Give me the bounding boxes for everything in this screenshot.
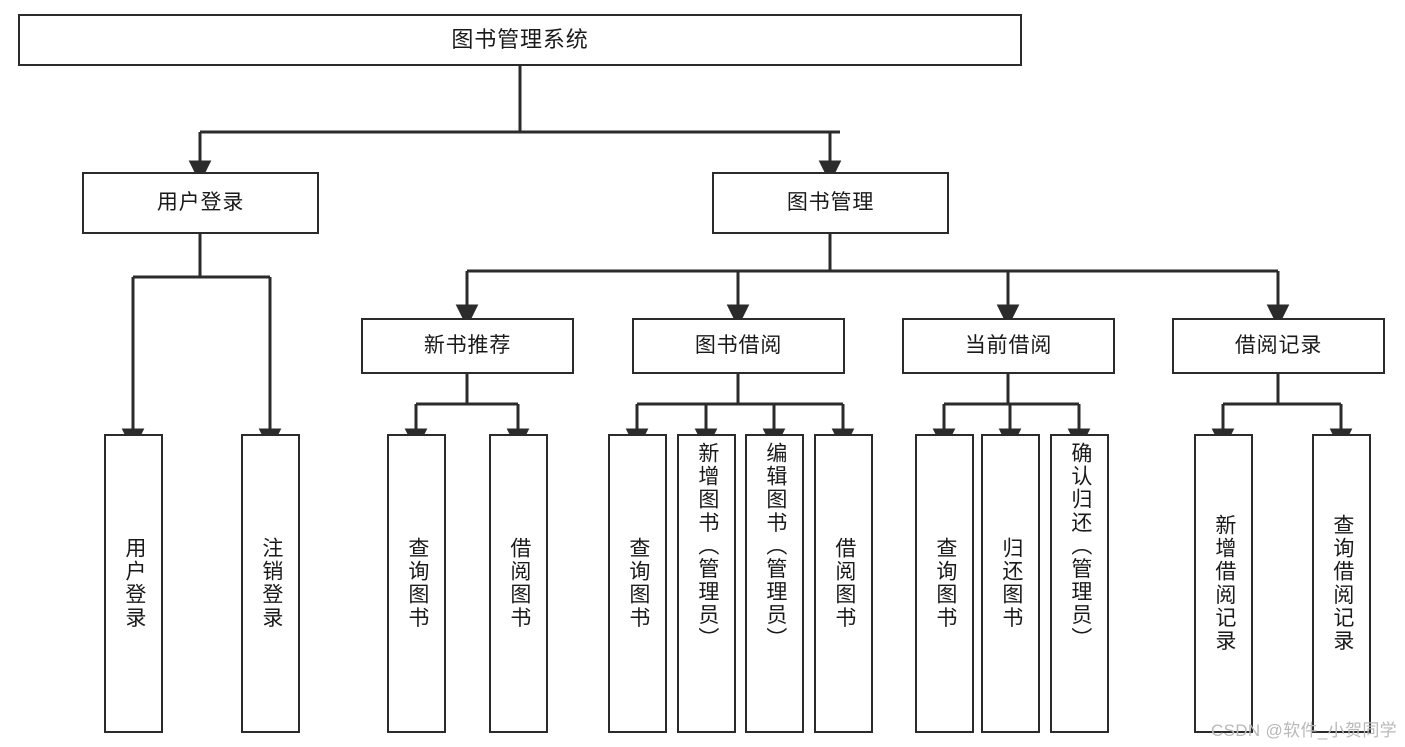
node-leaf-confirm-return-label: 确认归还（管理员） <box>1068 442 1092 650</box>
node-current-borrow-label: 当前借阅 <box>964 334 1053 358</box>
node-leaf-query-book-3-label: 查询图书 <box>933 537 957 630</box>
node-book-borrow-label: 图书借阅 <box>694 334 783 358</box>
node-user-login-label: 用户登录 <box>156 191 245 215</box>
node-borrow-record[interactable]: 借阅记录 <box>1172 318 1385 374</box>
node-user-login[interactable]: 用户登录 <box>82 172 319 234</box>
node-leaf-add-record[interactable]: 新增借阅记录 <box>1194 434 1253 733</box>
node-new-book-recommend[interactable]: 新书推荐 <box>361 318 574 374</box>
node-leaf-query-book-2[interactable]: 查询图书 <box>608 434 667 733</box>
node-book-manage[interactable]: 图书管理 <box>712 172 949 234</box>
node-leaf-return-book[interactable]: 归还图书 <box>981 434 1040 733</box>
node-leaf-query-book-1-label: 查询图书 <box>405 537 429 630</box>
node-leaf-user-logout-label: 注销登录 <box>259 537 283 630</box>
node-leaf-add-book-label: 新增图书（管理员） <box>695 442 719 650</box>
node-borrow-record-label: 借阅记录 <box>1234 334 1323 358</box>
node-leaf-user-login-label: 用户登录 <box>122 537 146 630</box>
node-leaf-query-book-2-label: 查询图书 <box>626 537 650 630</box>
node-leaf-user-login[interactable]: 用户登录 <box>104 434 163 733</box>
node-leaf-add-record-label: 新增借阅记录 <box>1212 514 1236 653</box>
node-leaf-query-book-1[interactable]: 查询图书 <box>387 434 446 733</box>
node-leaf-user-logout[interactable]: 注销登录 <box>241 434 300 733</box>
node-root-label: 图书管理系统 <box>451 26 589 52</box>
node-leaf-query-book-3[interactable]: 查询图书 <box>915 434 974 733</box>
node-root[interactable]: 图书管理系统 <box>18 14 1022 66</box>
node-leaf-edit-book-label: 编辑图书（管理员） <box>763 442 787 650</box>
node-leaf-borrow-book-2[interactable]: 借阅图书 <box>814 434 873 733</box>
node-leaf-return-book-label: 归还图书 <box>999 537 1023 630</box>
node-leaf-query-record-label: 查询借阅记录 <box>1330 514 1354 653</box>
node-book-manage-label: 图书管理 <box>786 191 875 215</box>
node-leaf-borrow-book-1[interactable]: 借阅图书 <box>489 434 548 733</box>
node-current-borrow[interactable]: 当前借阅 <box>902 318 1115 374</box>
node-leaf-query-record[interactable]: 查询借阅记录 <box>1312 434 1371 733</box>
node-leaf-edit-book[interactable]: 编辑图书（管理员） <box>745 434 804 733</box>
node-book-borrow[interactable]: 图书借阅 <box>632 318 845 374</box>
node-leaf-borrow-book-1-label: 借阅图书 <box>507 537 531 630</box>
node-leaf-borrow-book-2-label: 借阅图书 <box>832 537 856 630</box>
watermark: CSDN @软件_小贺同学 <box>1210 721 1397 740</box>
node-new-book-recommend-label: 新书推荐 <box>423 334 512 358</box>
node-leaf-add-book[interactable]: 新增图书（管理员） <box>677 434 736 733</box>
node-leaf-confirm-return[interactable]: 确认归还（管理员） <box>1050 434 1109 733</box>
